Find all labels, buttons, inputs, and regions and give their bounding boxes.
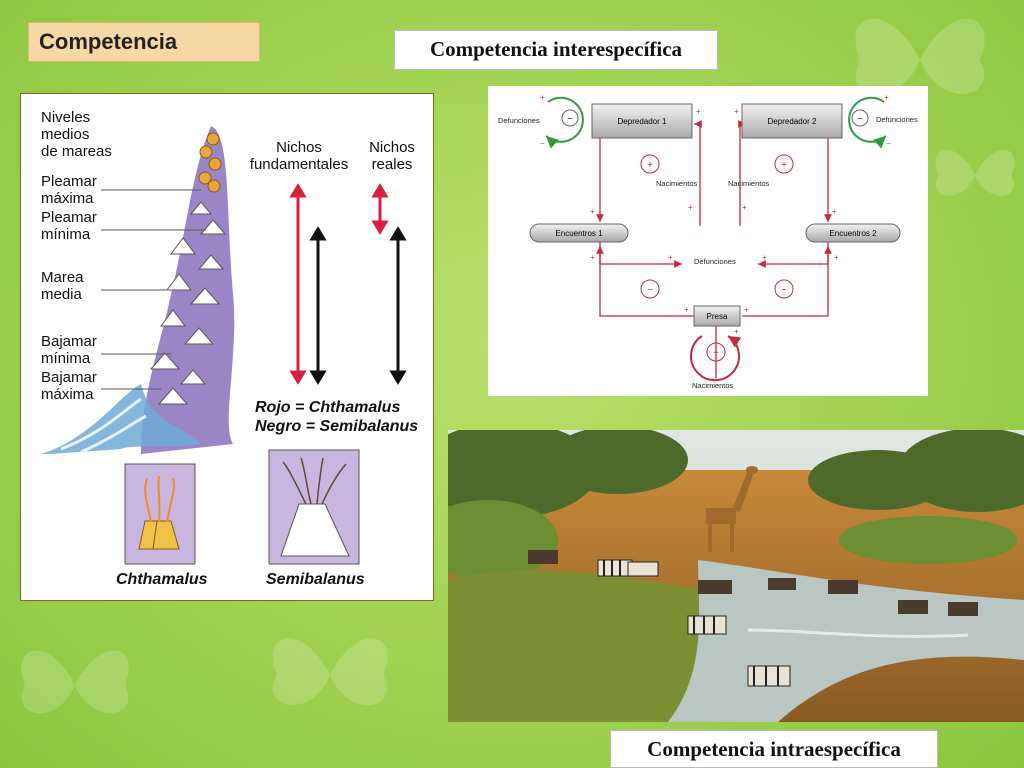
births-label-prey: Nacimientos	[692, 381, 734, 390]
deaths-label-right: Defunciones	[876, 115, 918, 124]
zone-label-line: Niveles	[41, 109, 90, 126]
zone-label-line: media	[41, 286, 83, 303]
sign-minus: −	[886, 139, 891, 148]
chthamalus-fundamental-niche-arrow	[289, 183, 307, 385]
legend-red: Rojo = Chthamalus	[255, 399, 400, 416]
sign-plus: +	[713, 348, 719, 359]
butterfly-decoration-icon	[855, 18, 985, 94]
semibalanus-cluster	[149, 201, 227, 405]
sign-minus: −	[781, 285, 787, 296]
species-label-semibalanus: Semibalanus	[266, 571, 365, 588]
tree-line	[448, 430, 1024, 518]
butterfly-decoration-icon	[21, 650, 129, 714]
zone-label-line: Pleamar	[41, 209, 97, 226]
wildebeest	[528, 550, 978, 616]
deaths-label-center: Defunciones	[694, 257, 736, 266]
sign-plus: +	[734, 107, 739, 116]
zone-label-line: de mareas	[41, 143, 112, 160]
giraffe	[706, 466, 758, 552]
savanna-photo	[448, 430, 1024, 722]
predator2-label: Depredador 2	[768, 117, 817, 126]
sign-plus: +	[832, 207, 837, 216]
encounters2-pill	[805, 223, 901, 243]
sign-plus: +	[696, 107, 701, 116]
zone-label-line: Marea	[41, 269, 84, 286]
sign-minus: −	[540, 139, 545, 148]
predator1-label: Depredador 1	[618, 117, 667, 126]
predator-prey-flow-diagram: Depredador 1 Depredador 2 Encuentros 1 E…	[488, 86, 928, 396]
niche-header-fundamental: Nichos	[276, 139, 322, 156]
zone-label-line: máxima	[41, 190, 94, 207]
births-label-1: Nacimientos	[656, 179, 698, 188]
deaths-label-left: Defunciones	[498, 116, 540, 125]
wave-icon	[41, 384, 201, 454]
sign-plus: +	[742, 203, 747, 212]
prey-box	[693, 305, 741, 327]
sign-plus: +	[781, 160, 787, 171]
butterfly-decoration-icon	[272, 638, 388, 706]
sign-plus: +	[647, 160, 653, 171]
zone-label-line: mínima	[41, 226, 91, 243]
sign-plus: +	[540, 93, 545, 102]
sign-plus: +	[734, 327, 739, 336]
niche-header-fundamental: fundamentales	[250, 156, 348, 173]
zone-label-line: Bajamar	[41, 333, 97, 350]
births-label-2: Nacimientos	[728, 179, 770, 188]
sign-minus: −	[857, 114, 863, 125]
legend-black: Negro = Semibalanus	[255, 418, 418, 435]
zone-label-line: mínima	[41, 350, 91, 367]
butterfly-decoration-icon	[935, 149, 1015, 196]
niche-header-real: Nichos	[369, 139, 415, 156]
sign-plus: +	[762, 253, 767, 262]
semibalanus-fundamental-niche-arrow	[309, 226, 327, 385]
predator1-box	[591, 103, 693, 139]
slide-title: Competencia	[28, 22, 260, 62]
chthamalus-real-niche-arrow	[371, 183, 389, 235]
interspecific-label: Competencia interespecífica	[394, 30, 718, 70]
zone-label-line: medios	[41, 126, 89, 143]
zone-label-line: máxima	[41, 386, 94, 403]
prey-label: Presa	[707, 312, 728, 321]
encounters2-label: Encuentros 2	[829, 229, 877, 238]
intraspecific-label: Competencia intraespecífica	[610, 730, 938, 768]
sign-plus: +	[834, 253, 839, 262]
predator2-box	[741, 103, 843, 139]
sign-plus: +	[744, 305, 749, 314]
semibalanus-real-niche-arrow	[389, 226, 407, 385]
encounters1-label: Encuentros 1	[555, 229, 603, 238]
sign-plus: +	[590, 253, 595, 262]
chthamalus-cluster	[198, 132, 222, 193]
zone-label-line: Pleamar	[41, 173, 97, 190]
sign-plus: +	[884, 93, 889, 102]
sign-plus: +	[668, 253, 673, 262]
zone-label-line: Bajamar	[41, 369, 97, 386]
sign-plus: +	[590, 207, 595, 216]
niche-header-real: reales	[372, 156, 413, 173]
encounters1-pill	[529, 223, 629, 243]
sign-plus: +	[684, 305, 689, 314]
sign-minus: −	[647, 285, 653, 296]
sign-minus: −	[567, 114, 573, 125]
species-label-chthamalus: Chthamalus	[116, 571, 208, 588]
zebra	[597, 559, 791, 687]
sign-plus: +	[688, 203, 693, 212]
